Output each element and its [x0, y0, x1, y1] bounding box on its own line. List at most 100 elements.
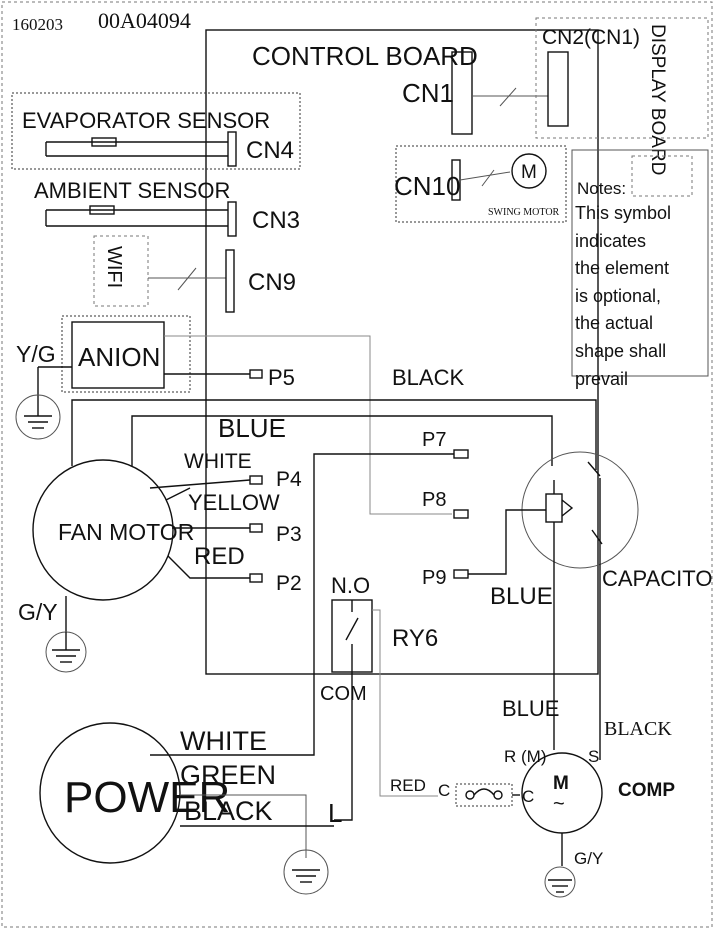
- swing-wire: [459, 171, 511, 181]
- cn4-connector: [227, 131, 237, 167]
- wire-power-green-label: GREEN: [180, 760, 276, 790]
- fan-blue-wire: [131, 415, 553, 466]
- swing-motor-m: M: [521, 162, 537, 183]
- p2-label: P2: [276, 572, 302, 595]
- fan-yellow-lead: [165, 487, 191, 501]
- p5-label: P5: [268, 365, 295, 390]
- fan-red-wire: [167, 555, 250, 579]
- notes-line: is optional,: [575, 286, 661, 306]
- notes-title: Notes:: [577, 179, 626, 198]
- cn4-label: CN4: [246, 137, 294, 164]
- wire-red-c-label: RED: [390, 776, 426, 795]
- compressor-m: M: [553, 773, 569, 794]
- power-green-wire: [180, 794, 307, 858]
- p8-label: P8: [422, 489, 446, 511]
- evaporator-sensor-label: EVAPORATOR SENSOR: [22, 108, 270, 133]
- cn10-label: CN10: [394, 171, 460, 201]
- control-board-frame: [205, 29, 599, 675]
- fan-outer-wire: [71, 399, 597, 470]
- relay-red-wire: [372, 609, 438, 797]
- display-board-label: DISPLAY BOARD: [647, 24, 668, 175]
- cn3-connector: [227, 201, 237, 237]
- anion-label: ANION: [78, 342, 160, 372]
- compressor-ground-label: G/Y: [574, 849, 603, 868]
- wire-power-white-label: WHITE: [180, 726, 267, 756]
- relay-contact: [345, 617, 359, 641]
- bundle-mark: [177, 267, 197, 291]
- overload-terminal: [465, 790, 475, 800]
- anion-ground-label: Y/G: [16, 341, 56, 367]
- cap-tab: [587, 461, 601, 477]
- bundle-mark: [481, 169, 495, 187]
- power-label: POWER: [64, 773, 230, 822]
- fan-motor-label: FAN MOTOR: [58, 519, 194, 545]
- anion-module: [71, 321, 165, 389]
- swing-motor-symbol: [511, 153, 547, 189]
- p7-terminal: [453, 449, 469, 459]
- notes-line: the element: [575, 258, 669, 278]
- p7-label: P7: [422, 429, 446, 451]
- wire-blue-p9-label: BLUE: [490, 583, 553, 610]
- wire-blue-comp-label: BLUE: [502, 696, 559, 721]
- overload-c2-label: C: [522, 787, 534, 806]
- notes-line: indicates: [575, 231, 646, 251]
- wifi-module: [93, 235, 149, 307]
- overload-c1-label: C: [438, 781, 450, 800]
- p3-terminal: [249, 523, 263, 533]
- wire-power-black-label: BLACK: [184, 796, 273, 826]
- evaporator-sensor-element: [91, 137, 117, 147]
- overload-protector: [455, 783, 513, 807]
- p2-terminal: [249, 573, 263, 583]
- doc-code: 00A04094: [98, 8, 191, 33]
- p9-terminal: [453, 569, 469, 579]
- compressor-tilde: ~: [553, 793, 565, 815]
- ambient-sensor-label: AMBIENT SENSOR: [34, 178, 230, 203]
- doc-code-digits: 160203: [12, 15, 63, 34]
- fan-white-wire: [149, 479, 251, 489]
- relay-no-label: N.O: [331, 573, 370, 598]
- anion-optional-box: [61, 315, 191, 393]
- cn9-connector: [225, 249, 235, 313]
- wire-blue-top-label: BLUE: [218, 413, 286, 443]
- ambient-sensor-element: [89, 205, 115, 215]
- p8-terminal: [453, 509, 469, 519]
- power-l-label: L: [328, 798, 342, 828]
- overload-terminal: [493, 790, 503, 800]
- notes-optional-symbol: [631, 155, 693, 197]
- wire-yellow-label: YELLOW: [188, 490, 280, 515]
- cn10-optional-box: [395, 145, 567, 223]
- wifi-label: WIFI: [103, 246, 125, 288]
- p7-white-wire: [180, 453, 454, 756]
- relay-com-wire: [334, 672, 353, 821]
- comp-ground-icon: [544, 866, 576, 898]
- notes-line: shape shall: [575, 341, 666, 361]
- wire-red-label: RED: [194, 543, 245, 570]
- capacitor-terminal: [545, 493, 563, 523]
- relay-name-label: RY6: [392, 625, 438, 652]
- control-board-title: CONTROL BOARD: [252, 41, 478, 71]
- p4-terminal: [249, 475, 263, 485]
- bundle-mark: [499, 87, 517, 107]
- cn2-connector: [547, 51, 569, 127]
- wire-black-label: BLACK: [392, 365, 464, 390]
- p9-blue-wire: [468, 509, 546, 575]
- relay-com-label: COM: [320, 683, 367, 705]
- power-source: [39, 722, 181, 864]
- notes-line: This symbol: [575, 203, 671, 223]
- notes-line: the actual: [575, 313, 653, 333]
- compressor-label: COMP: [618, 780, 675, 801]
- evaporator-sensor-box: [11, 92, 301, 170]
- wire-white-label: WHITE: [184, 450, 252, 473]
- cn9-label: CN9: [248, 269, 296, 296]
- p9-label: P9: [422, 567, 446, 589]
- capacitor-label: CAPACITOR: [602, 566, 714, 591]
- display-cn2-label: CN2(CN1): [542, 26, 640, 49]
- compressor-s-label: S: [588, 747, 599, 766]
- power-ground-icon: [283, 849, 329, 895]
- cn1-connector: [451, 51, 473, 135]
- anion-to-p8-wire: [164, 335, 452, 515]
- fan-motor: [32, 459, 174, 601]
- notes-box: [571, 149, 709, 377]
